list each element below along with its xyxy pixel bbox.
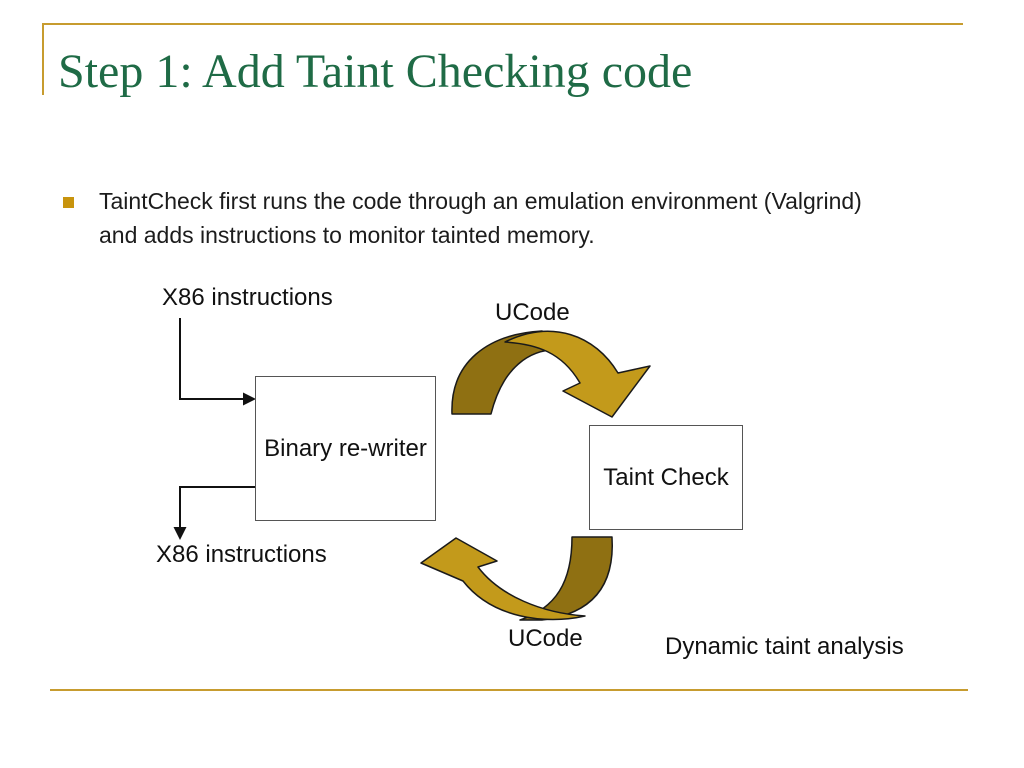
binary-rewriter-label: Binary re-writer bbox=[264, 434, 427, 462]
ucode-bottom-arc-dark-segment bbox=[519, 536, 613, 621]
connector-out-arrowhead-icon bbox=[173, 527, 187, 540]
ucode-bottom-label: UCode bbox=[508, 625, 583, 652]
bullet-line-1: TaintCheck first runs the code through a… bbox=[99, 188, 862, 214]
bottom-rule-line bbox=[50, 689, 968, 691]
bullet-square-icon bbox=[63, 197, 74, 208]
ucode-top-arc-dark-segment bbox=[451, 330, 567, 415]
taint-check-box: Taint Check bbox=[589, 425, 743, 530]
binary-rewriter-box: Binary re-writer bbox=[255, 376, 436, 521]
x86-instructions-top-label: X86 instructions bbox=[162, 284, 333, 311]
ucode-top-label: UCode bbox=[495, 299, 570, 326]
left-accent-line bbox=[42, 23, 44, 95]
connector-out-line bbox=[179, 486, 255, 529]
x86-instructions-bottom-label: X86 instructions bbox=[156, 541, 327, 568]
ucode-bottom-arc-bright-arrow bbox=[420, 537, 586, 621]
bullet-paragraph: TaintCheck first runs the code through a… bbox=[99, 184, 989, 252]
connector-in-line bbox=[179, 318, 246, 400]
dynamic-taint-analysis-caption: Dynamic taint analysis bbox=[665, 633, 904, 660]
top-rule-line bbox=[42, 23, 963, 25]
bullet-line-2: and adds instructions to monitor tainted… bbox=[99, 222, 595, 248]
ucode-top-arc-bright-arrow bbox=[504, 330, 651, 418]
taint-check-label: Taint Check bbox=[603, 463, 729, 491]
slide-title: Step 1: Add Taint Checking code bbox=[58, 45, 693, 98]
